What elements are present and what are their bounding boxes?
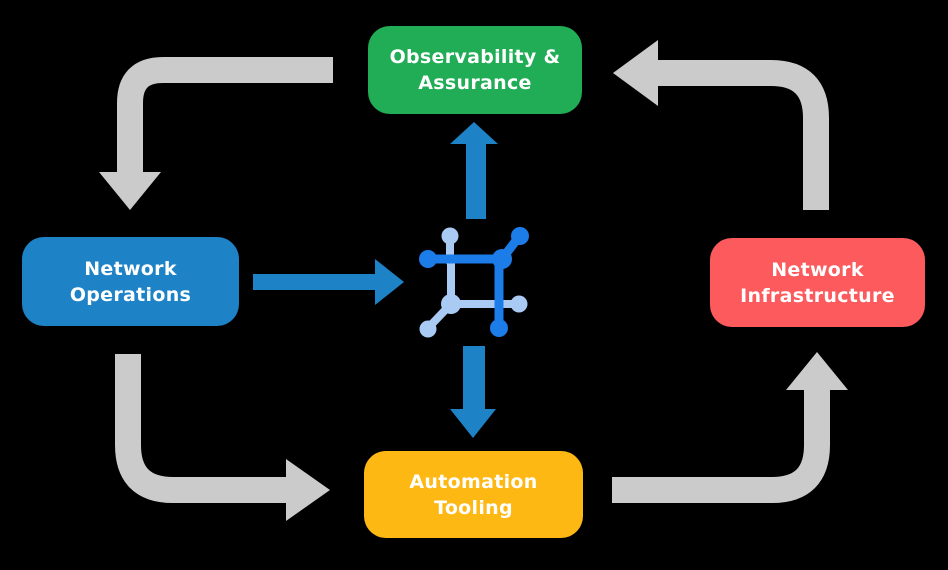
arrow-shaft [253,274,376,290]
arrow-head-right-icon [286,459,330,521]
network-mesh-icon [419,227,529,338]
arrow-head-right-icon [375,259,404,305]
cycle-arrow-observability-to-operations [99,57,333,210]
node-network-operations: Network Operations [22,237,239,326]
icon-junction-bottom-left [441,294,461,314]
cycle-arrow-automation-to-infrastructure [612,352,848,503]
icon-node-left [419,250,437,268]
arrow-head-down-icon [450,409,496,438]
arrow-head-left-icon [613,40,658,106]
icon-node-bottom-left [419,320,437,338]
icon-node-top-right [511,227,529,245]
node-observability-assurance: Observability & Assurance [368,26,582,114]
icon-dark-blue-parts [419,227,529,337]
icon-node-right [510,295,528,313]
cycle-arrow-operations-to-automation [115,354,330,521]
flow-arrow-operations-to-icon [253,259,404,305]
icon-node-top [441,227,459,245]
arrow-shaft [612,389,830,503]
node-network-infrastructure: Network Infrastructure [710,238,925,327]
icon-junction-top-right [492,249,512,269]
arrow-shaft [115,354,288,503]
arrow-head-up-icon [786,352,848,390]
arrow-head-up-icon [450,122,498,144]
arrow-shaft [117,57,333,174]
icon-light-blue-parts [419,227,528,338]
icon-node-bottom [490,319,508,337]
arrow-shaft [463,346,485,411]
arrow-shaft [657,60,829,210]
flow-arrow-icon-to-automation [450,346,496,438]
cycle-arrow-infrastructure-to-observability [613,40,829,210]
node-automation-tooling: Automation Tooling [364,451,583,538]
flow-arrow-icon-to-observability [450,122,498,219]
arrow-shaft [466,142,486,219]
arrow-head-down-icon [99,172,161,210]
